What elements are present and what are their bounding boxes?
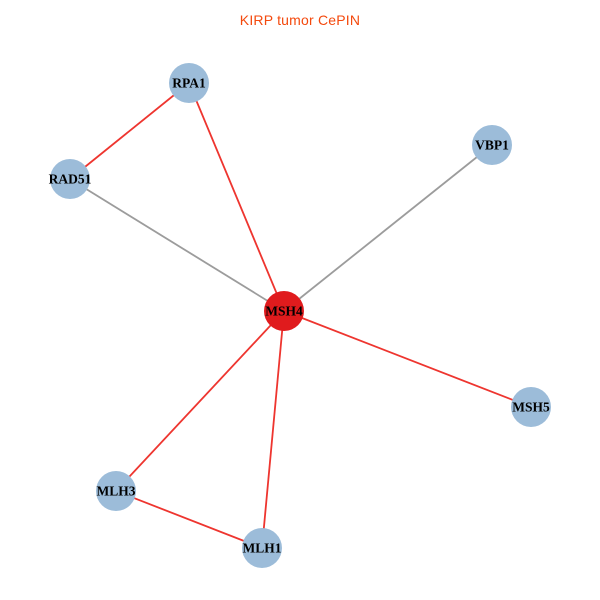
node-label-MLH1: MLH1 xyxy=(243,541,282,556)
edge-MSH4-MSH5 xyxy=(283,310,532,408)
node-MLH1 xyxy=(242,528,282,568)
node-label-MSH4: MSH4 xyxy=(265,304,303,319)
edge-RPA1-RAD51 xyxy=(69,82,190,180)
node-label-VBP1: VBP1 xyxy=(475,138,509,153)
node-label-MSH5: MSH5 xyxy=(512,400,550,415)
node-label-MLH3: MLH3 xyxy=(97,484,136,499)
plot-title: KIRP tumor CePIN xyxy=(239,12,361,28)
edge-MLH3-MLH1 xyxy=(115,490,263,549)
edge-MSH4-MLH3 xyxy=(115,310,285,492)
edge-RPA1-MSH4 xyxy=(188,82,285,312)
node-MSH5 xyxy=(511,387,551,427)
node-MSH4 xyxy=(264,291,304,331)
node-RAD51 xyxy=(50,159,90,199)
node-RPA1 xyxy=(169,63,209,103)
edge-MSH4-MLH1 xyxy=(261,310,285,549)
edge-RAD51-MSH4 xyxy=(69,178,285,312)
node-label-RAD51: RAD51 xyxy=(49,172,92,187)
node-MLH3 xyxy=(96,471,136,511)
node-VBP1 xyxy=(472,125,512,165)
edge-VBP1-MSH4 xyxy=(283,144,493,312)
node-label-RPA1: RPA1 xyxy=(172,76,206,91)
